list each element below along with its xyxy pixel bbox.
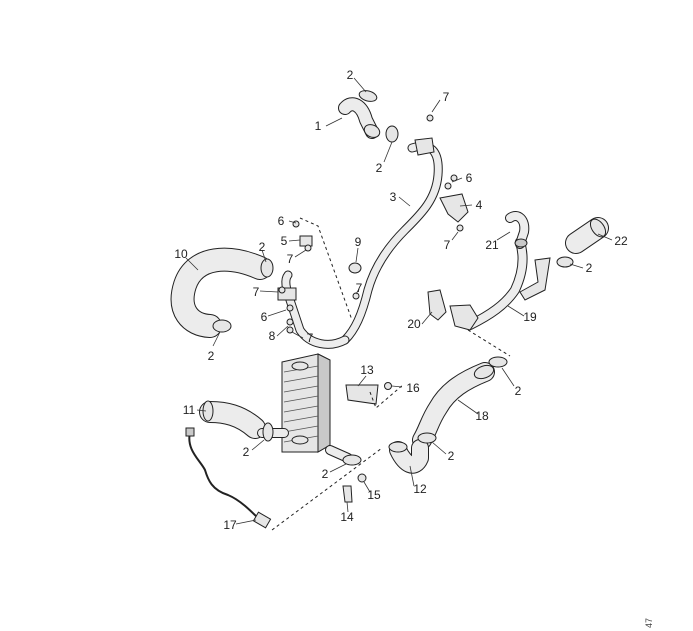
callout-3: 3 bbox=[390, 190, 397, 204]
callout-1: 1 bbox=[315, 119, 322, 133]
leader-lines bbox=[185, 77, 613, 525]
callout-4: 4 bbox=[476, 198, 483, 212]
dashed-links bbox=[271, 217, 511, 531]
hose-10 bbox=[170, 247, 272, 338]
hose-12 bbox=[388, 439, 429, 474]
callout-2: 2 bbox=[376, 161, 383, 175]
callout-19: 19 bbox=[523, 310, 537, 324]
callout-6: 6 bbox=[261, 310, 268, 324]
callout-2: 2 bbox=[243, 445, 250, 459]
callout-18: 18 bbox=[475, 409, 489, 423]
callout-12: 12 bbox=[413, 482, 427, 496]
callout-8: 8 bbox=[269, 329, 276, 343]
callout-9: 9 bbox=[355, 235, 362, 249]
callout-2: 2 bbox=[322, 467, 329, 481]
corner-mark: 47 bbox=[644, 618, 654, 628]
callout-20: 20 bbox=[407, 317, 421, 331]
callout-16: 16 bbox=[406, 381, 420, 395]
callout-2: 2 bbox=[208, 349, 215, 363]
callout-2: 2 bbox=[448, 449, 455, 463]
callout-7: 7 bbox=[444, 238, 451, 252]
callout-13: 13 bbox=[360, 363, 374, 377]
callout-2: 2 bbox=[347, 68, 354, 82]
callout-2: 2 bbox=[586, 261, 593, 275]
hose-3-pipe bbox=[281, 141, 443, 349]
callout-7: 7 bbox=[307, 331, 314, 345]
callout-14: 14 bbox=[340, 510, 354, 524]
callout-7: 7 bbox=[253, 285, 260, 299]
callout-6: 6 bbox=[278, 214, 285, 228]
hose-18 bbox=[412, 362, 495, 450]
hose-22 bbox=[565, 217, 609, 254]
oil-cooler bbox=[257, 353, 353, 463]
callout-7: 7 bbox=[443, 90, 450, 104]
callout-21: 21 bbox=[485, 238, 499, 252]
callout-10: 10 bbox=[174, 247, 188, 261]
callout-11: 11 bbox=[183, 403, 196, 417]
callout-5: 5 bbox=[281, 234, 288, 248]
callout-2: 2 bbox=[259, 240, 266, 254]
callout-2: 2 bbox=[515, 384, 522, 398]
pipe-21 bbox=[505, 211, 530, 249]
callout-7: 7 bbox=[356, 281, 363, 295]
pipe-19 bbox=[449, 237, 551, 331]
callout-6: 6 bbox=[466, 171, 473, 185]
hose-11 bbox=[199, 400, 266, 439]
callout-labels: 2 1 7 2 6 3 4 7 6 5 7 9 10 2 7 7 6 8 7 2… bbox=[174, 68, 628, 532]
callout-17: 17 bbox=[223, 518, 237, 532]
hose-clamps bbox=[212, 90, 574, 466]
hose-1 bbox=[338, 97, 381, 139]
brackets-and-fasteners bbox=[185, 114, 469, 529]
callout-7: 7 bbox=[287, 252, 294, 266]
callout-15: 15 bbox=[367, 488, 381, 502]
callout-22: 22 bbox=[614, 234, 628, 248]
